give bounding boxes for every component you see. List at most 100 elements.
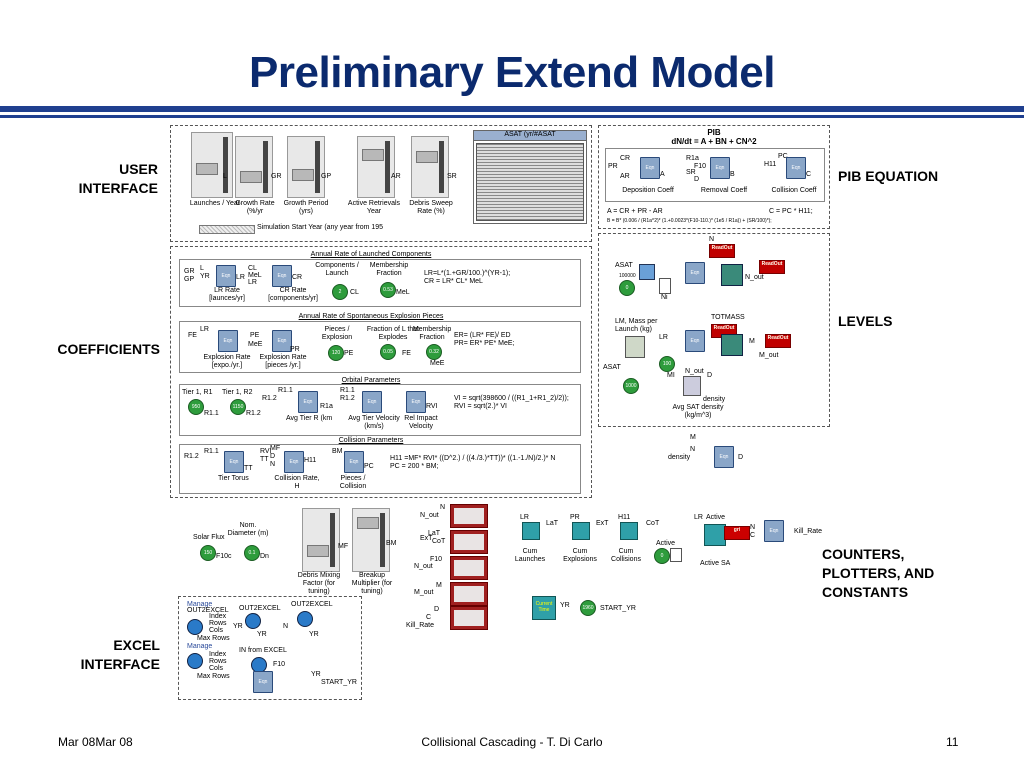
asat-multiplier[interactable] xyxy=(639,264,655,280)
pib-a-block[interactable]: Eqn xyxy=(640,157,660,179)
asat-table-grid[interactable] xyxy=(476,143,584,221)
level-m-holding-tank[interactable] xyxy=(721,334,743,356)
r12-constant[interactable]: 1150 xyxy=(230,399,246,415)
vi-equation-block[interactable]: Eqn xyxy=(362,391,382,413)
dn-constant[interactable]: 0.1 xyxy=(244,545,260,561)
pib-port-b: B xyxy=(730,171,735,178)
label-levels: LEVELS xyxy=(838,313,893,329)
slider-thumb[interactable] xyxy=(196,163,218,175)
solar-flux-constant[interactable]: 150 xyxy=(200,545,216,561)
sim-start-label: Simulation Start Year (any year from 195 xyxy=(257,224,384,231)
asat-constant[interactable]: 0 xyxy=(619,280,635,296)
collision-coeff-caption: Collision Coeff xyxy=(771,187,817,194)
slider-thumb[interactable] xyxy=(362,149,384,161)
cr-equation-block[interactable]: Eqn xyxy=(272,265,292,287)
plotter-1[interactable] xyxy=(450,504,488,528)
pe-constant[interactable]: 120 xyxy=(328,345,344,361)
bm-coll: BM xyxy=(332,448,343,455)
slider-thumb[interactable] xyxy=(357,517,379,529)
growth-period-slider[interactable] xyxy=(287,136,325,198)
h11-equation-block[interactable]: Eqn xyxy=(284,451,304,473)
r1a-equation-block[interactable]: Eqn xyxy=(298,391,318,413)
current-time-block[interactable]: Current Time xyxy=(532,596,556,620)
explosion-panel: FE LR Eqn Explosion Rate [expo./yr.] PE … xyxy=(179,321,581,373)
excel-equation[interactable]: Eqn xyxy=(253,671,273,693)
plotter-3[interactable] xyxy=(450,556,488,580)
slider-thumb[interactable] xyxy=(307,545,329,557)
level-m-equation[interactable]: Eqn xyxy=(685,330,705,352)
pib-b-block[interactable]: Eqn xyxy=(710,157,730,179)
er-equation-block[interactable]: Eqn xyxy=(218,330,238,352)
ni-input-block[interactable] xyxy=(659,278,671,294)
plotter-screen xyxy=(454,560,484,576)
excel-manage-1: Manage xyxy=(187,601,213,608)
rvi-equation-block[interactable]: Eqn xyxy=(406,391,426,413)
lm-table-block[interactable] xyxy=(625,336,645,358)
excel-globe-3[interactable] xyxy=(297,611,313,627)
active-input[interactable] xyxy=(670,548,682,562)
excel-start-yr: START_YR xyxy=(321,679,357,686)
sweep-rate-slider[interactable] xyxy=(411,136,449,198)
pib-a-in-cr: CR xyxy=(620,155,631,162)
slider-thumb[interactable] xyxy=(292,169,314,181)
tt-out: TT xyxy=(244,465,253,472)
density-block[interactable] xyxy=(683,376,701,396)
cum2-in: PR xyxy=(570,514,580,521)
plot4-in1: M xyxy=(436,582,442,589)
title-rule-thin xyxy=(0,115,1024,118)
cum-collisions-counter[interactable] xyxy=(620,522,638,540)
mee-constant[interactable]: 0.32 xyxy=(426,344,442,360)
density-equation-block[interactable]: Eqn xyxy=(714,446,734,468)
active-constant[interactable]: 0 xyxy=(654,548,670,564)
start-yr-constant[interactable]: 1960 xyxy=(580,600,596,616)
breakup-slider[interactable] xyxy=(352,508,390,572)
mi-label: MI xyxy=(667,372,675,379)
plotter-2[interactable] xyxy=(450,530,488,554)
cum-explosions-counter[interactable] xyxy=(572,522,590,540)
asat-table[interactable]: ASAT (yr/#ASAT xyxy=(473,130,587,224)
excel-block-3: OUT2EXCEL xyxy=(291,601,333,608)
launches-slider[interactable] xyxy=(191,132,233,198)
kill-n: N xyxy=(750,524,756,531)
pib-c-block[interactable]: Eqn xyxy=(786,157,806,179)
fe-constant[interactable]: 0.05 xyxy=(380,344,396,360)
mel-constant[interactable]: 0.53 xyxy=(380,282,396,298)
avg-sat-density: Avg SAT density (kg/m^3) xyxy=(672,404,724,419)
growth-rate-slider[interactable] xyxy=(235,136,273,198)
pr-equation-block[interactable]: Eqn xyxy=(272,330,292,352)
excel-globe-1[interactable] xyxy=(187,619,203,635)
cr-output: CR xyxy=(292,274,303,281)
slider-track xyxy=(263,141,268,193)
asat-constant-2[interactable]: 1000 xyxy=(623,378,639,394)
excel-max-rows: Max Rows xyxy=(197,635,230,642)
n-coll: N xyxy=(270,461,276,468)
slider-thumb[interactable] xyxy=(240,171,262,183)
asat-label-2: ASAT xyxy=(603,364,621,371)
level-n-holding-tank[interactable] xyxy=(721,264,743,286)
active-sa-block[interactable] xyxy=(704,524,726,546)
cum-launches-counter[interactable] xyxy=(522,522,540,540)
sim-start-field[interactable] xyxy=(199,225,255,234)
level-n-equation[interactable]: Eqn xyxy=(685,262,705,284)
mi-constant[interactable]: 100 xyxy=(659,356,675,372)
excel-globe-2[interactable] xyxy=(245,613,261,629)
level-n-top: N xyxy=(709,236,715,243)
launched-title: Annual Rate of Launched Components xyxy=(310,251,432,258)
active-retrievals-slider[interactable] xyxy=(357,136,395,198)
pib-eq-b: B = B* (0.006 / (R1a^2)* (1.+0.0023*(F10… xyxy=(607,218,772,224)
debris-mixing-slider[interactable] xyxy=(302,508,340,572)
plotter-5[interactable] xyxy=(450,606,488,630)
growth-rate-caption: Growth Rate (%/yr xyxy=(235,200,275,215)
cl-constant[interactable]: 2 xyxy=(332,284,348,300)
excel-globe-4[interactable] xyxy=(187,653,203,669)
kill-rate-equation[interactable]: Eqn xyxy=(764,520,784,542)
r11-constant[interactable]: 950 xyxy=(188,399,204,415)
user-interface-frame: L Launches / Year GR Growth Rate (%/yr G… xyxy=(170,125,592,242)
lr-equation-block[interactable]: Eqn xyxy=(216,265,236,287)
slider-thumb[interactable] xyxy=(416,151,438,163)
collision-rate-caption: Collision Rate, H xyxy=(274,475,320,490)
pc-equation-block[interactable]: Eqn xyxy=(344,451,364,473)
tt-equation-block[interactable]: Eqn xyxy=(224,451,244,473)
r12-label: R1.2 xyxy=(246,410,261,417)
plotter-4[interactable] xyxy=(450,582,488,606)
